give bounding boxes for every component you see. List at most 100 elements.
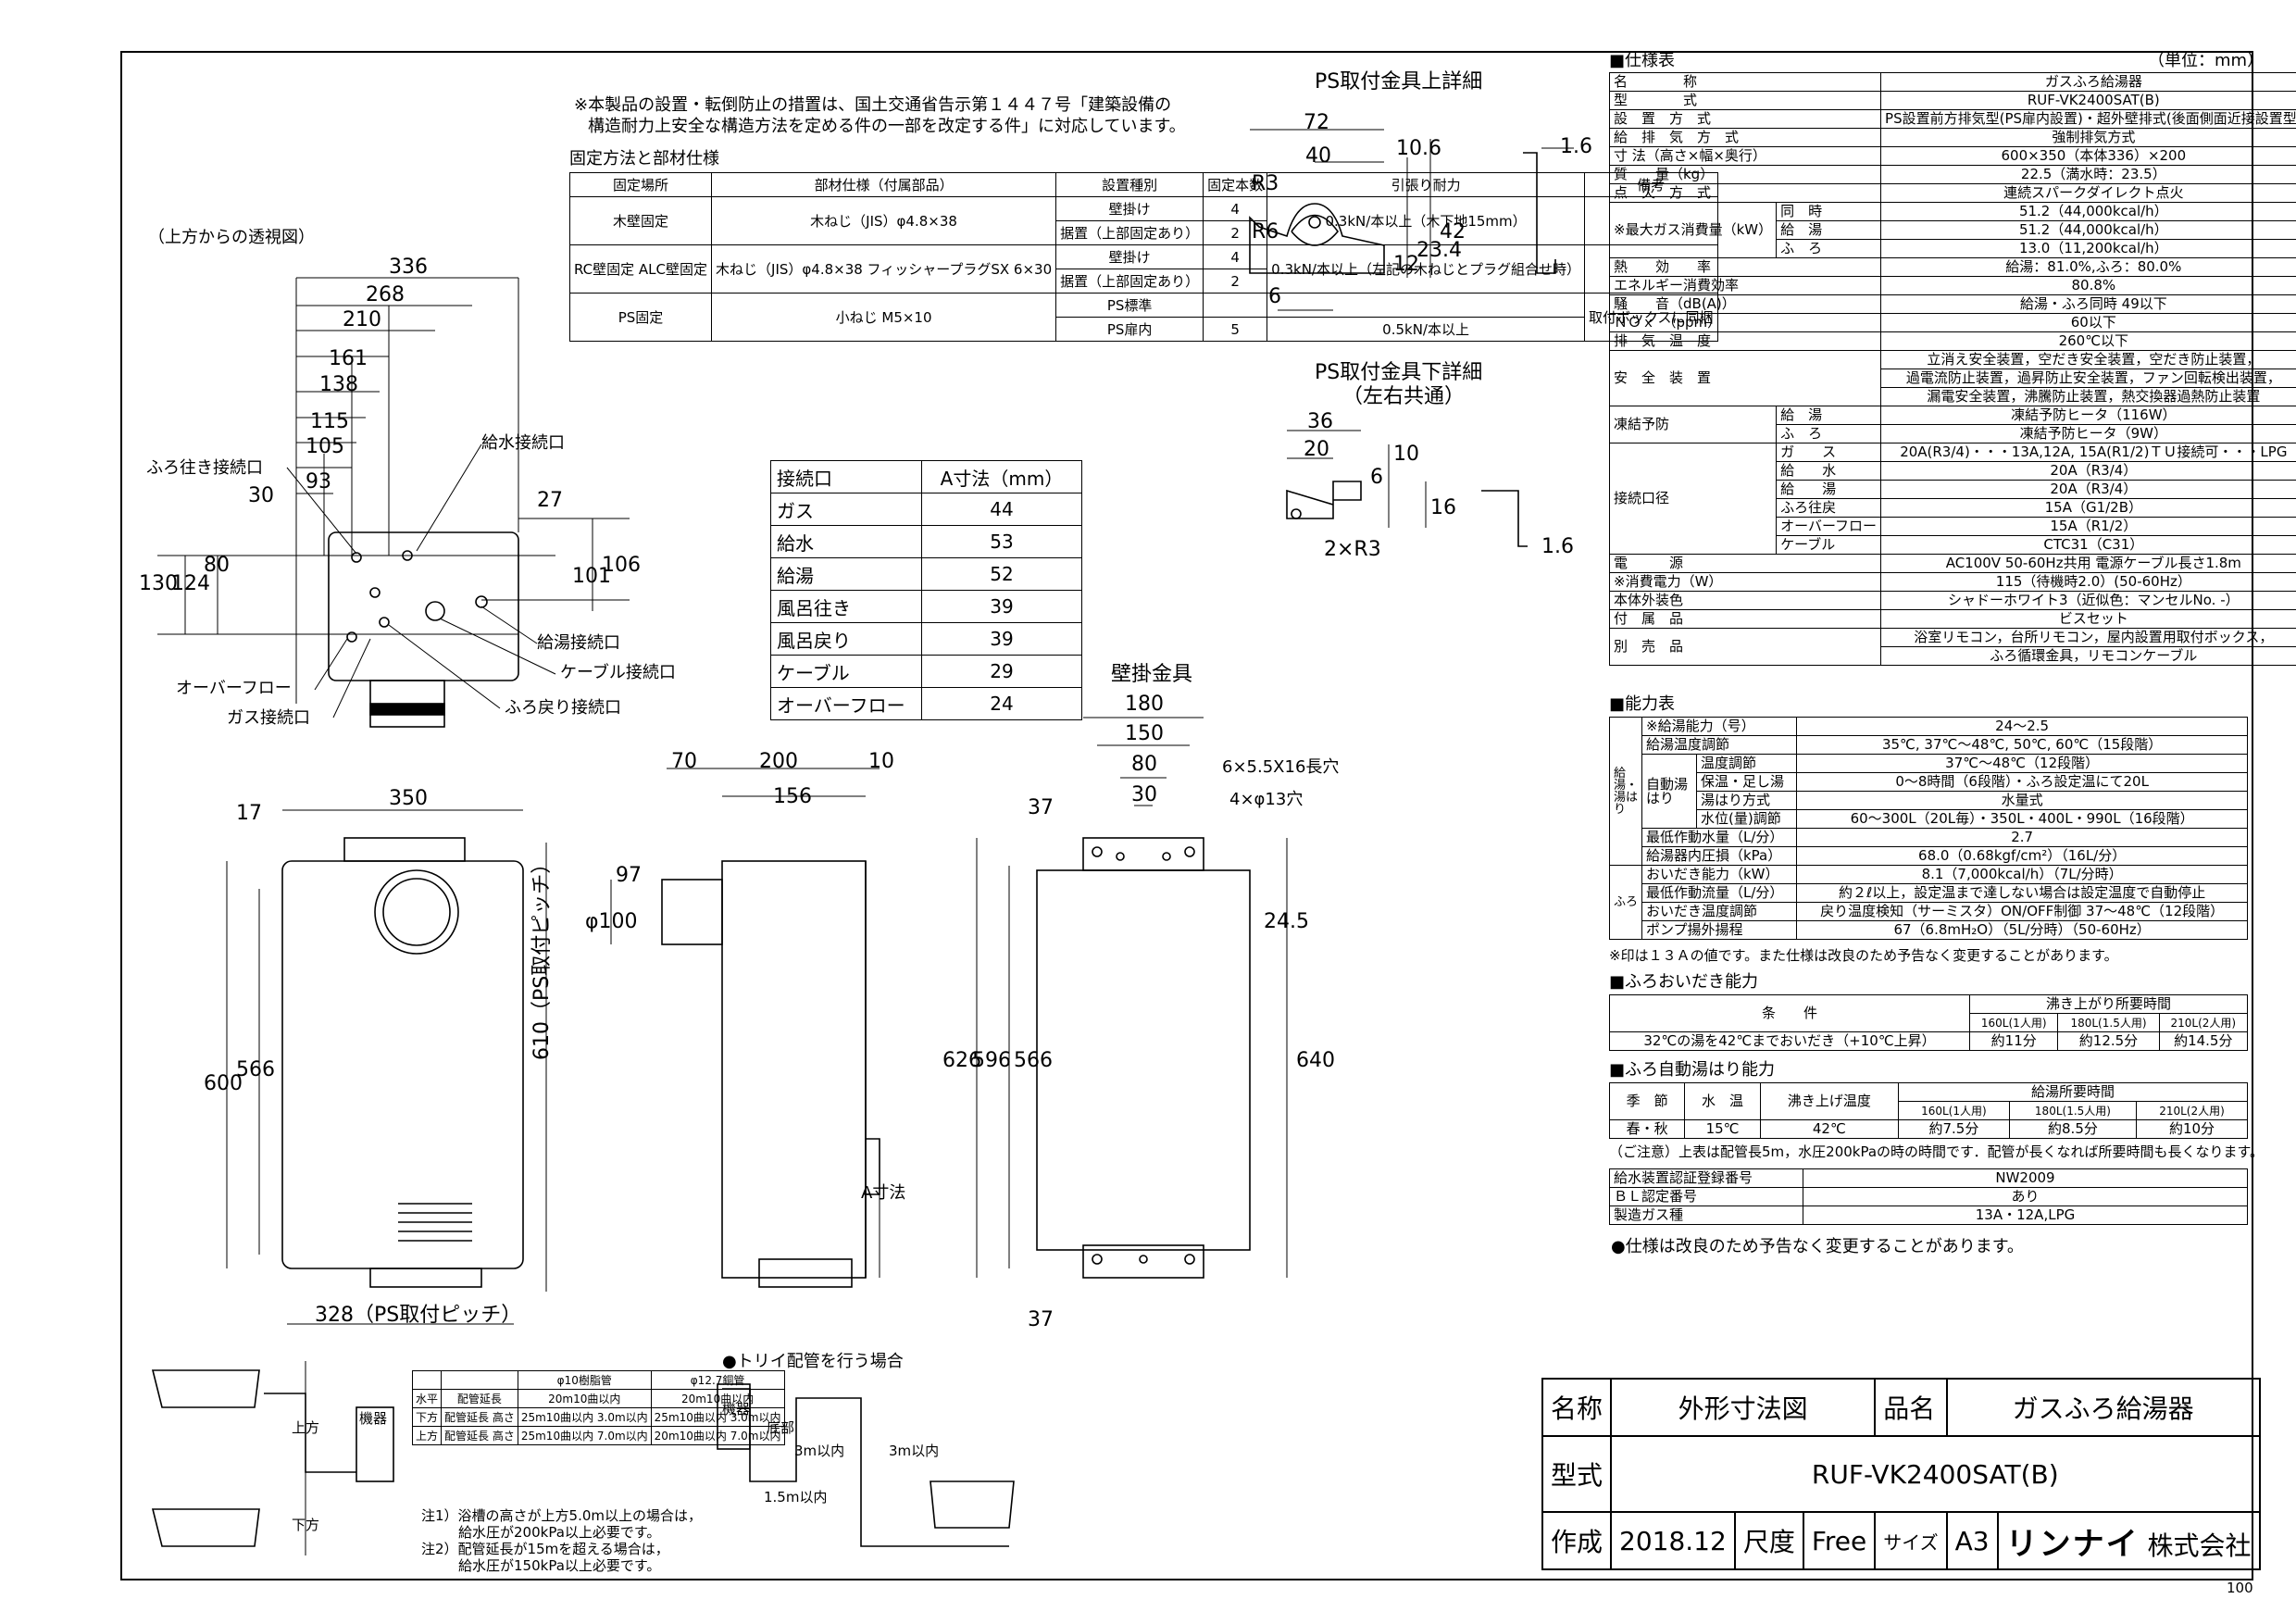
tb-name: 外形寸法図 xyxy=(1610,1378,1877,1437)
side-view-outline xyxy=(610,768,880,1288)
fixing-caption: 固定方法と部材仕様 xyxy=(569,149,719,169)
spec-value: 過電流防止装置，過昇防止安全装置，ファン回転検出装置， xyxy=(1880,369,2296,388)
cert-value: 13A・12A,LPG xyxy=(1803,1206,2248,1225)
table-row: オーバーフロー xyxy=(770,687,922,720)
cap-label: 湯はり方式 xyxy=(1695,791,1798,810)
cap-label: ポンプ揚外揚程 xyxy=(1641,920,1798,940)
capacity-note: ※印は１３Ａの値です。また仕様は改良のため予告なく変更することがあります。 xyxy=(1609,947,2118,964)
td-kind: PS扉内 xyxy=(1055,317,1204,342)
autofill-col: 160L(1人用) xyxy=(1897,1101,2010,1120)
autofill-cell: 約8.5分 xyxy=(2008,1119,2138,1139)
spec-value: AC100V 50-60Hz共用 電源ケーブル長さ1.8m xyxy=(1880,554,2296,573)
spec-label: 凍結予防 xyxy=(1608,406,1778,443)
spec-value: 15A（G1/2B） xyxy=(1880,498,2296,518)
table-cell: φ12.7銅管 xyxy=(650,1370,785,1390)
autofill-cell: 約7.5分 xyxy=(1897,1119,2010,1139)
tb-size: A3 xyxy=(1945,1511,1999,1570)
autofill-title: ■ふろ自動湯はり能力 xyxy=(1609,1060,1776,1080)
dim-23-4: 23.4 xyxy=(1416,239,1462,262)
dim-566: 566 xyxy=(236,1058,275,1081)
dim-17: 17 xyxy=(236,802,262,825)
tb-name-label: 名称 xyxy=(1541,1378,1613,1437)
table-cell: 配管延長 xyxy=(441,1389,518,1408)
spec-value: 給湯：81.0%,ふろ：80.0% xyxy=(1880,257,2296,277)
dim-6: 6 xyxy=(1268,285,1281,308)
spec-value: 立消え安全装置，空だき安全装置，空だき防止装置， xyxy=(1880,350,2296,369)
trap-title: ●トリイ配管を行う場合 xyxy=(722,1352,904,1371)
spec-label: 電 源 xyxy=(1608,554,1882,573)
cap-value: 68.0（0.68kgf/cm²）（16L/分） xyxy=(1796,846,2248,866)
dim-80: 80 xyxy=(204,554,230,577)
spec-value: 60以下 xyxy=(1880,313,2296,332)
spec-value: 15A（R1/2） xyxy=(1880,517,2296,536)
spec-label: エネルギー消費効率 xyxy=(1608,276,1882,295)
dim-42: 42 xyxy=(1440,220,1466,244)
reheat-value: 約11分 xyxy=(1968,1031,2059,1051)
top-view-outline xyxy=(295,278,519,728)
spec-sublabel: ケーブル xyxy=(1776,535,1882,555)
trap-3m-b: 3m以内 xyxy=(889,1443,940,1459)
td-part: 小ねじ M5×10 xyxy=(711,293,1057,342)
autofill-header: 沸き上げ温度 xyxy=(1759,1082,1899,1120)
spec-sublabel: ふ ろ xyxy=(1776,424,1882,443)
dim-156: 156 xyxy=(773,785,812,808)
cap-label: おいだき能力（kW） xyxy=(1641,865,1798,884)
table-cell: 25m10曲以内 3.0m以内 xyxy=(650,1407,785,1427)
trap-bottom: 底部 xyxy=(767,1419,795,1436)
dim-24-5: 24.5 xyxy=(1264,910,1309,933)
reheat-cond-header: 条 件 xyxy=(1609,994,1970,1032)
ps-lower-title: PS取付金具下詳細 xyxy=(1315,361,1483,384)
dim-phi100: φ100 xyxy=(585,910,638,933)
label-hot-out: 給湯接続口 xyxy=(537,633,620,653)
spec-label: ※最大ガス消費量（kW） xyxy=(1608,202,1778,258)
spec-value: 20A(R3/4)・・・13A,12A, 15A(R1/2)ＴＵ接続可・・・LP… xyxy=(1880,443,2296,462)
dim-115: 115 xyxy=(310,410,349,433)
cap-label: 給湯温度調節 xyxy=(1641,735,1798,755)
dim-124: 124 xyxy=(171,572,210,595)
td-place: RC壁固定 ALC壁固定 xyxy=(568,244,713,294)
dim-105: 105 xyxy=(306,435,344,458)
page-number: 100 xyxy=(2227,1580,2253,1596)
th-part: 部材仕様（付属部品） xyxy=(711,172,1057,197)
wall-bracket-outline xyxy=(976,717,1288,1279)
table-row: ガス xyxy=(770,493,922,526)
hole-round: 4×φ13穴 xyxy=(1229,790,1304,809)
spec-value: 22.5（満水時：23.5） xyxy=(1880,165,2296,184)
spec-value: ガスふろ給湯器 xyxy=(1880,72,2296,92)
ps-lower-bracket xyxy=(1286,430,1528,547)
spec-label: 別 売 品 xyxy=(1608,628,1882,666)
notice-line-2: 構造耐力上安全な構造方法を定める件の一部を改定する件」に対応しています。 xyxy=(588,117,1186,136)
cap-value: 67（6.8mH₂O）（5L/分時）（50-60Hz） xyxy=(1796,920,2248,940)
autofill-cell: 約10分 xyxy=(2136,1119,2248,1139)
cert-label: 製造ガス種 xyxy=(1609,1206,1803,1225)
dim-626: 626 xyxy=(942,1049,981,1072)
piping-note-1b: 給水圧が200kPa以上必要です。 xyxy=(458,1524,661,1541)
title-block: 名称 外形寸法図 品名 ガスふろ給湯器 型式 RUF-VK2400SAT(B) … xyxy=(1541,1378,2261,1570)
spec-sublabel: 同 時 xyxy=(1776,202,1882,221)
spec-value: ふろ循環金具，リモコンケーブル xyxy=(1880,646,2296,666)
label-cable: ケーブル接続口 xyxy=(560,663,676,682)
cap-value: 24〜2.5 xyxy=(1796,717,2248,736)
spec-label: 名 称 xyxy=(1608,72,1882,92)
cert-label: ＢＬ認定番号 xyxy=(1609,1187,1803,1206)
top-view-caption: （上方からの透視図） xyxy=(148,228,315,247)
reheat-col: 160L(1人用) xyxy=(1968,1013,2059,1032)
cert-value: あり xyxy=(1803,1187,2248,1206)
spec-label: 型 式 xyxy=(1608,91,1882,110)
dim-27: 27 xyxy=(537,489,563,512)
capacity-subgroup: 自動湯はり xyxy=(1641,754,1697,829)
spec-sublabel: 給 湯 xyxy=(1776,480,1882,499)
tb-model: RUF-VK2400SAT(B) xyxy=(1610,1435,2261,1513)
td-strength xyxy=(1267,293,1585,318)
th-strength: 引張り耐力 xyxy=(1267,172,1585,197)
spec-value: RUF-VK2400SAT(B) xyxy=(1880,91,2296,110)
table-cell: φ10樹脂管 xyxy=(517,1370,652,1390)
label-gas: ガス接続口 xyxy=(227,708,310,728)
spec-value: 80.8% xyxy=(1880,276,2296,295)
spec-sublabel: 給 湯 xyxy=(1776,406,1882,425)
tb-scale: Free xyxy=(1802,1511,1877,1570)
piping-note-2: 注2）配管延長が15mを超える場合は， xyxy=(421,1541,669,1557)
capacity-title: ■能力表 xyxy=(1609,694,1676,714)
